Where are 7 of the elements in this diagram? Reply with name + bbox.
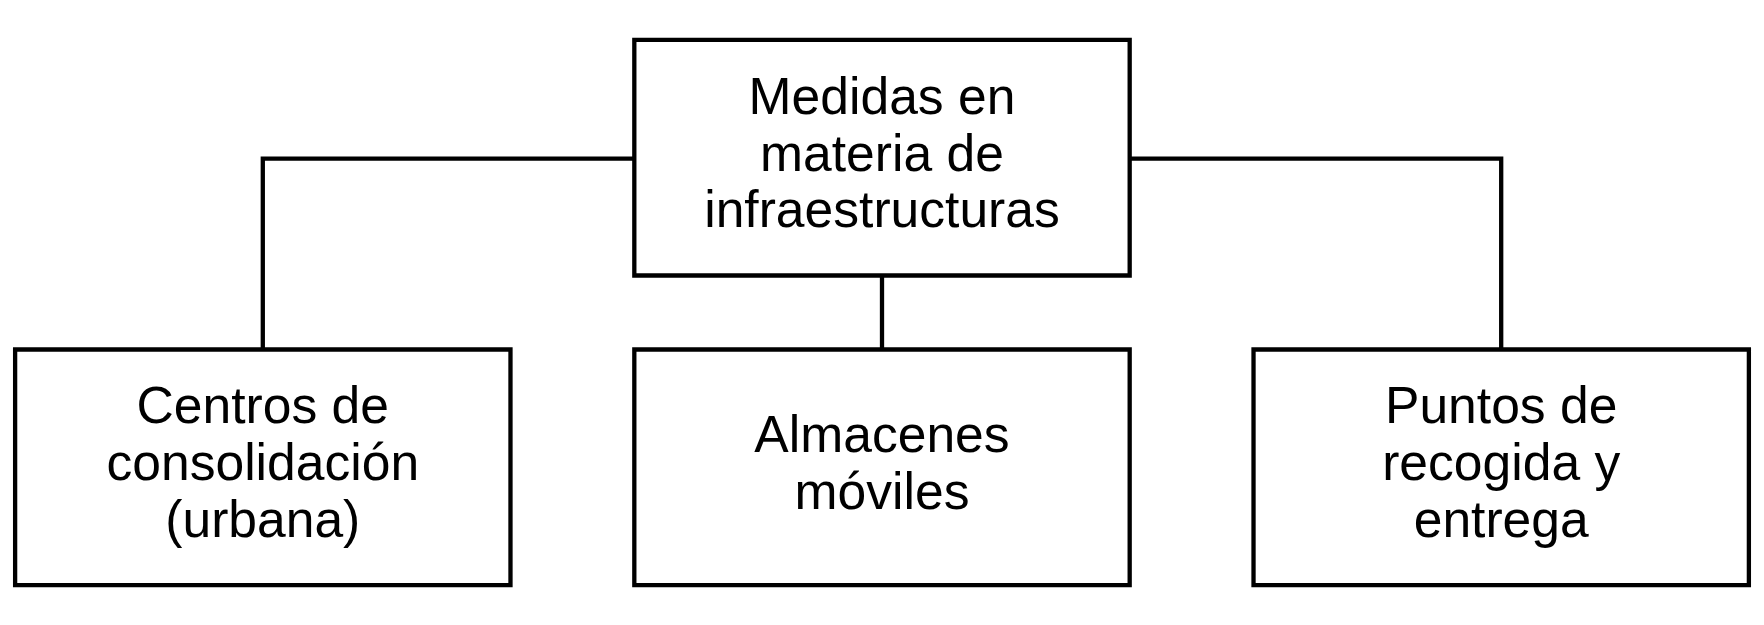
connector [1129,156,1504,350]
node-box: Centros de consolidación (urbana) [12,347,513,588]
connector [879,275,885,350]
connector [260,156,635,350]
node-box: Medidas en materia de infraestructuras [632,37,1132,278]
node-box: Almacenes móviles [632,347,1132,588]
node-box: Puntos de recogida y entrega [1251,347,1752,588]
